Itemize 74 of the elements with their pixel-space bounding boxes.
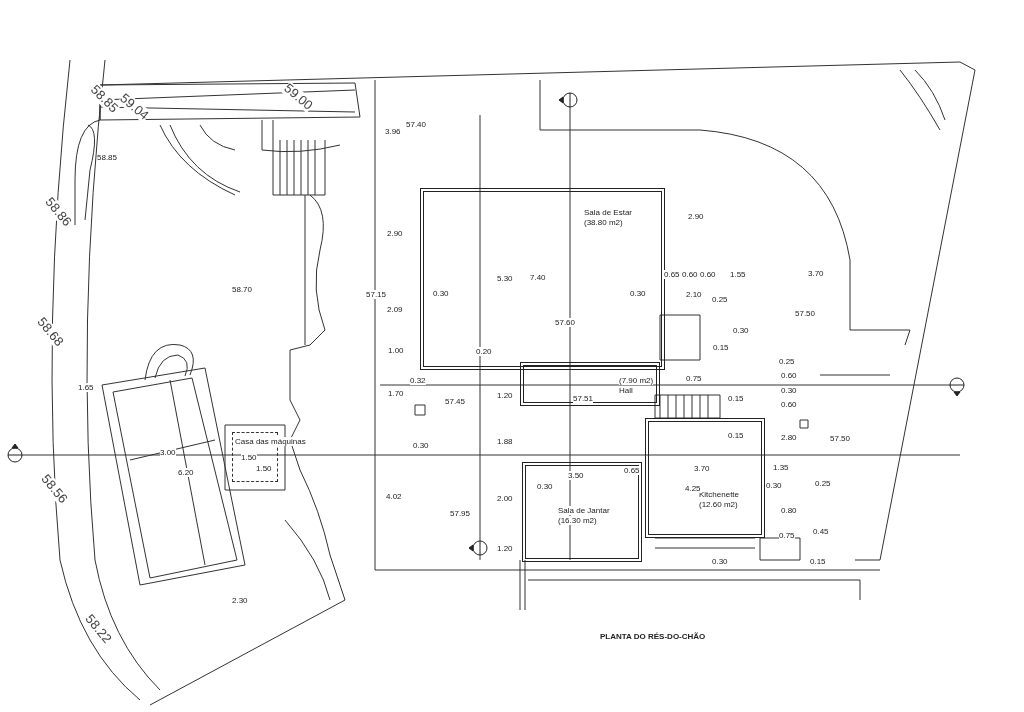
dimension-label: 1.50	[256, 464, 272, 473]
dimension-label: 0.60	[781, 400, 797, 409]
dimension-label: 0.15	[728, 431, 744, 440]
dimension-label: 0.25	[712, 295, 728, 304]
dimension-label: 2.80	[781, 433, 797, 442]
room-name: Kitchenette	[699, 490, 740, 499]
dimension-label: 1.55	[730, 270, 746, 279]
dimension-label: 1.50	[241, 453, 257, 462]
dimension-label: 1.70	[388, 389, 404, 398]
dimension-label: 0.30	[433, 289, 449, 298]
room-area-label: (12.60 m2)	[699, 500, 738, 509]
dimension-label: 3.96	[385, 127, 401, 136]
dimension-label: 1.20	[497, 544, 513, 553]
dimension-label: 2.30	[232, 596, 248, 605]
dimension-label: 1.88	[497, 437, 513, 446]
dimension-label: 3.00	[160, 448, 176, 457]
dimension-label: 0.30	[537, 482, 553, 491]
dimension-label: 0.80	[781, 506, 797, 515]
room-area-label: (16.30 m2)	[558, 516, 597, 525]
plan-title: PLANTA DO RÉS-DO-CHÃO	[600, 632, 706, 641]
dimension-label: 0.30	[733, 326, 749, 335]
dimension-label: 0.60	[781, 371, 797, 380]
dimension-label: 0.60	[700, 270, 716, 279]
dimension-label: 0.65	[664, 270, 680, 279]
dimension-label: 0.75	[686, 374, 702, 383]
dimension-label: 0.30	[712, 557, 728, 566]
dimension-label: 0.30	[413, 441, 429, 450]
level-label: 57.51	[573, 394, 594, 403]
dimension-label: 7.40	[530, 273, 546, 282]
room-name: Sala de Estar	[584, 208, 633, 217]
dimension-label: 2.09	[387, 305, 403, 314]
dimension-label: 0.25	[779, 357, 795, 366]
dimension-label: 0.45	[813, 527, 829, 536]
level-label: 57.95	[450, 509, 471, 518]
level-label: 57.40	[406, 120, 427, 129]
level-label: 57.50	[795, 309, 816, 318]
dimension-label: 3.70	[808, 269, 824, 278]
dimension-label: 0.75	[779, 531, 795, 540]
level-label: 58.85	[97, 153, 118, 162]
level-label: 57.15	[366, 290, 387, 299]
dimension-label: 0.30	[781, 386, 797, 395]
dimension-label: 0.60	[682, 270, 698, 279]
dimension-label: 2.10	[686, 290, 702, 299]
dimension-label: 6.20	[178, 468, 194, 477]
dimension-label: 0.15	[728, 394, 744, 403]
dimension-label: 1.65	[78, 383, 94, 392]
dimension-label: 4.02	[386, 492, 402, 501]
dimension-label: 3.70	[694, 464, 710, 473]
level-label: 57.60	[555, 318, 576, 327]
dimension-label: 4.25	[685, 484, 701, 493]
dimension-label: 5.30	[497, 274, 513, 283]
dimension-label: 0.15	[713, 343, 729, 352]
room-name: Casa das máquinas	[235, 437, 306, 446]
room-area-label: (38.80 m2)	[584, 218, 623, 227]
room-area-label: Hall	[619, 386, 633, 395]
level-label: 58.70	[232, 285, 253, 294]
level-label: 57.50	[830, 434, 851, 443]
dimension-label: 2.90	[387, 229, 403, 238]
dimension-label: 2.00	[497, 494, 513, 503]
dimension-label: 2.90	[688, 212, 704, 221]
dimension-label: 0.25	[815, 479, 831, 488]
room-outline	[520, 362, 660, 406]
dimension-label: 1.35	[773, 463, 789, 472]
dimension-label: 0.65	[624, 466, 640, 475]
level-label: 57.45	[445, 397, 466, 406]
dimension-label: 1.20	[497, 391, 513, 400]
dimension-label: 0.15	[810, 557, 826, 566]
dimension-label: 0.30	[630, 289, 646, 298]
dimension-label: 1.00	[388, 346, 404, 355]
dimension-label: 0.32	[410, 376, 426, 385]
dimension-label: 0.20	[476, 347, 492, 356]
room-name: Sala de Jantar	[558, 506, 610, 515]
dimension-label: 3.50	[568, 471, 584, 480]
room-name: (7.90 m2)	[619, 376, 654, 385]
